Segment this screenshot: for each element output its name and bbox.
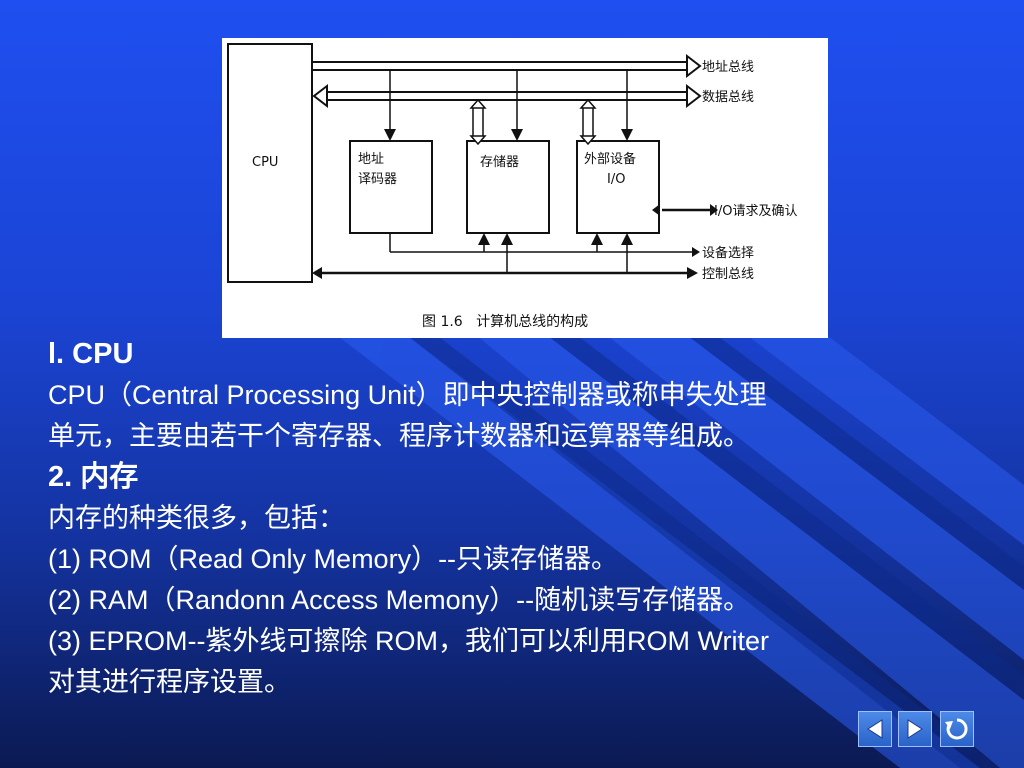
paragraph-cpu-line2: 单元，主要由若干个寄存器、程序计数器和运算器等组成。 [48,421,750,451]
cpu-label: CPU [252,155,278,170]
svg-text:译码器: 译码器 [358,172,397,187]
list-item-rom: (1) ROM（Read Only Memory）--只读存储器。 [48,544,619,574]
data-bus-label: 数据总线 [702,90,754,105]
io-request-label: I/O请求及确认 [714,204,797,219]
arrow-left-icon [867,719,883,739]
paragraph-memory-intro: 内存的种类很多，包括： [48,503,345,533]
svg-text:外部设备: 外部设备 [584,151,636,167]
figure-caption: 图 1.6 计算机总线的构成 [422,314,588,330]
list-item-eprom-cont: 对其进行程序设置。 [48,667,291,697]
decoder-box [349,140,433,234]
heading-memory: 2. 内存 [48,461,139,493]
heading-cpu: l. CPU [48,338,134,370]
svg-text:I/O: I/O [607,172,625,187]
list-item-ram: (2) RAM（Randonn Access Memony）--随机读写存储器。 [48,585,751,615]
arrow-right-icon [907,719,923,739]
bus-diagram-figure: CPU 地址总线 数据总线 地址 译码器 存储器 外部设备 I/O [222,38,828,338]
address-bus-label: 地址总线 [702,60,754,75]
list-item-eprom: (3) EPROM--紫外线可擦除 ROM，我们可以利用ROM Writer [48,626,769,656]
return-icon [945,718,968,740]
svg-text:地址: 地址 [358,152,384,167]
cpu-box [227,43,313,283]
device-select-label: 设备选择 [702,245,754,261]
svg-text:存储器: 存储器 [480,155,519,170]
next-slide-button[interactable] [898,711,932,747]
control-bus-label: 控制总线 [702,267,754,282]
slide-body: l. CPU CPU（Central Processing Unit）即中央控制… [48,334,978,703]
return-button[interactable] [940,711,974,747]
prev-slide-button[interactable] [858,711,892,747]
paragraph-cpu-line1: CPU（Central Processing Unit）即中央控制器或称申失处理 [48,380,767,410]
io-device-box [576,140,660,234]
